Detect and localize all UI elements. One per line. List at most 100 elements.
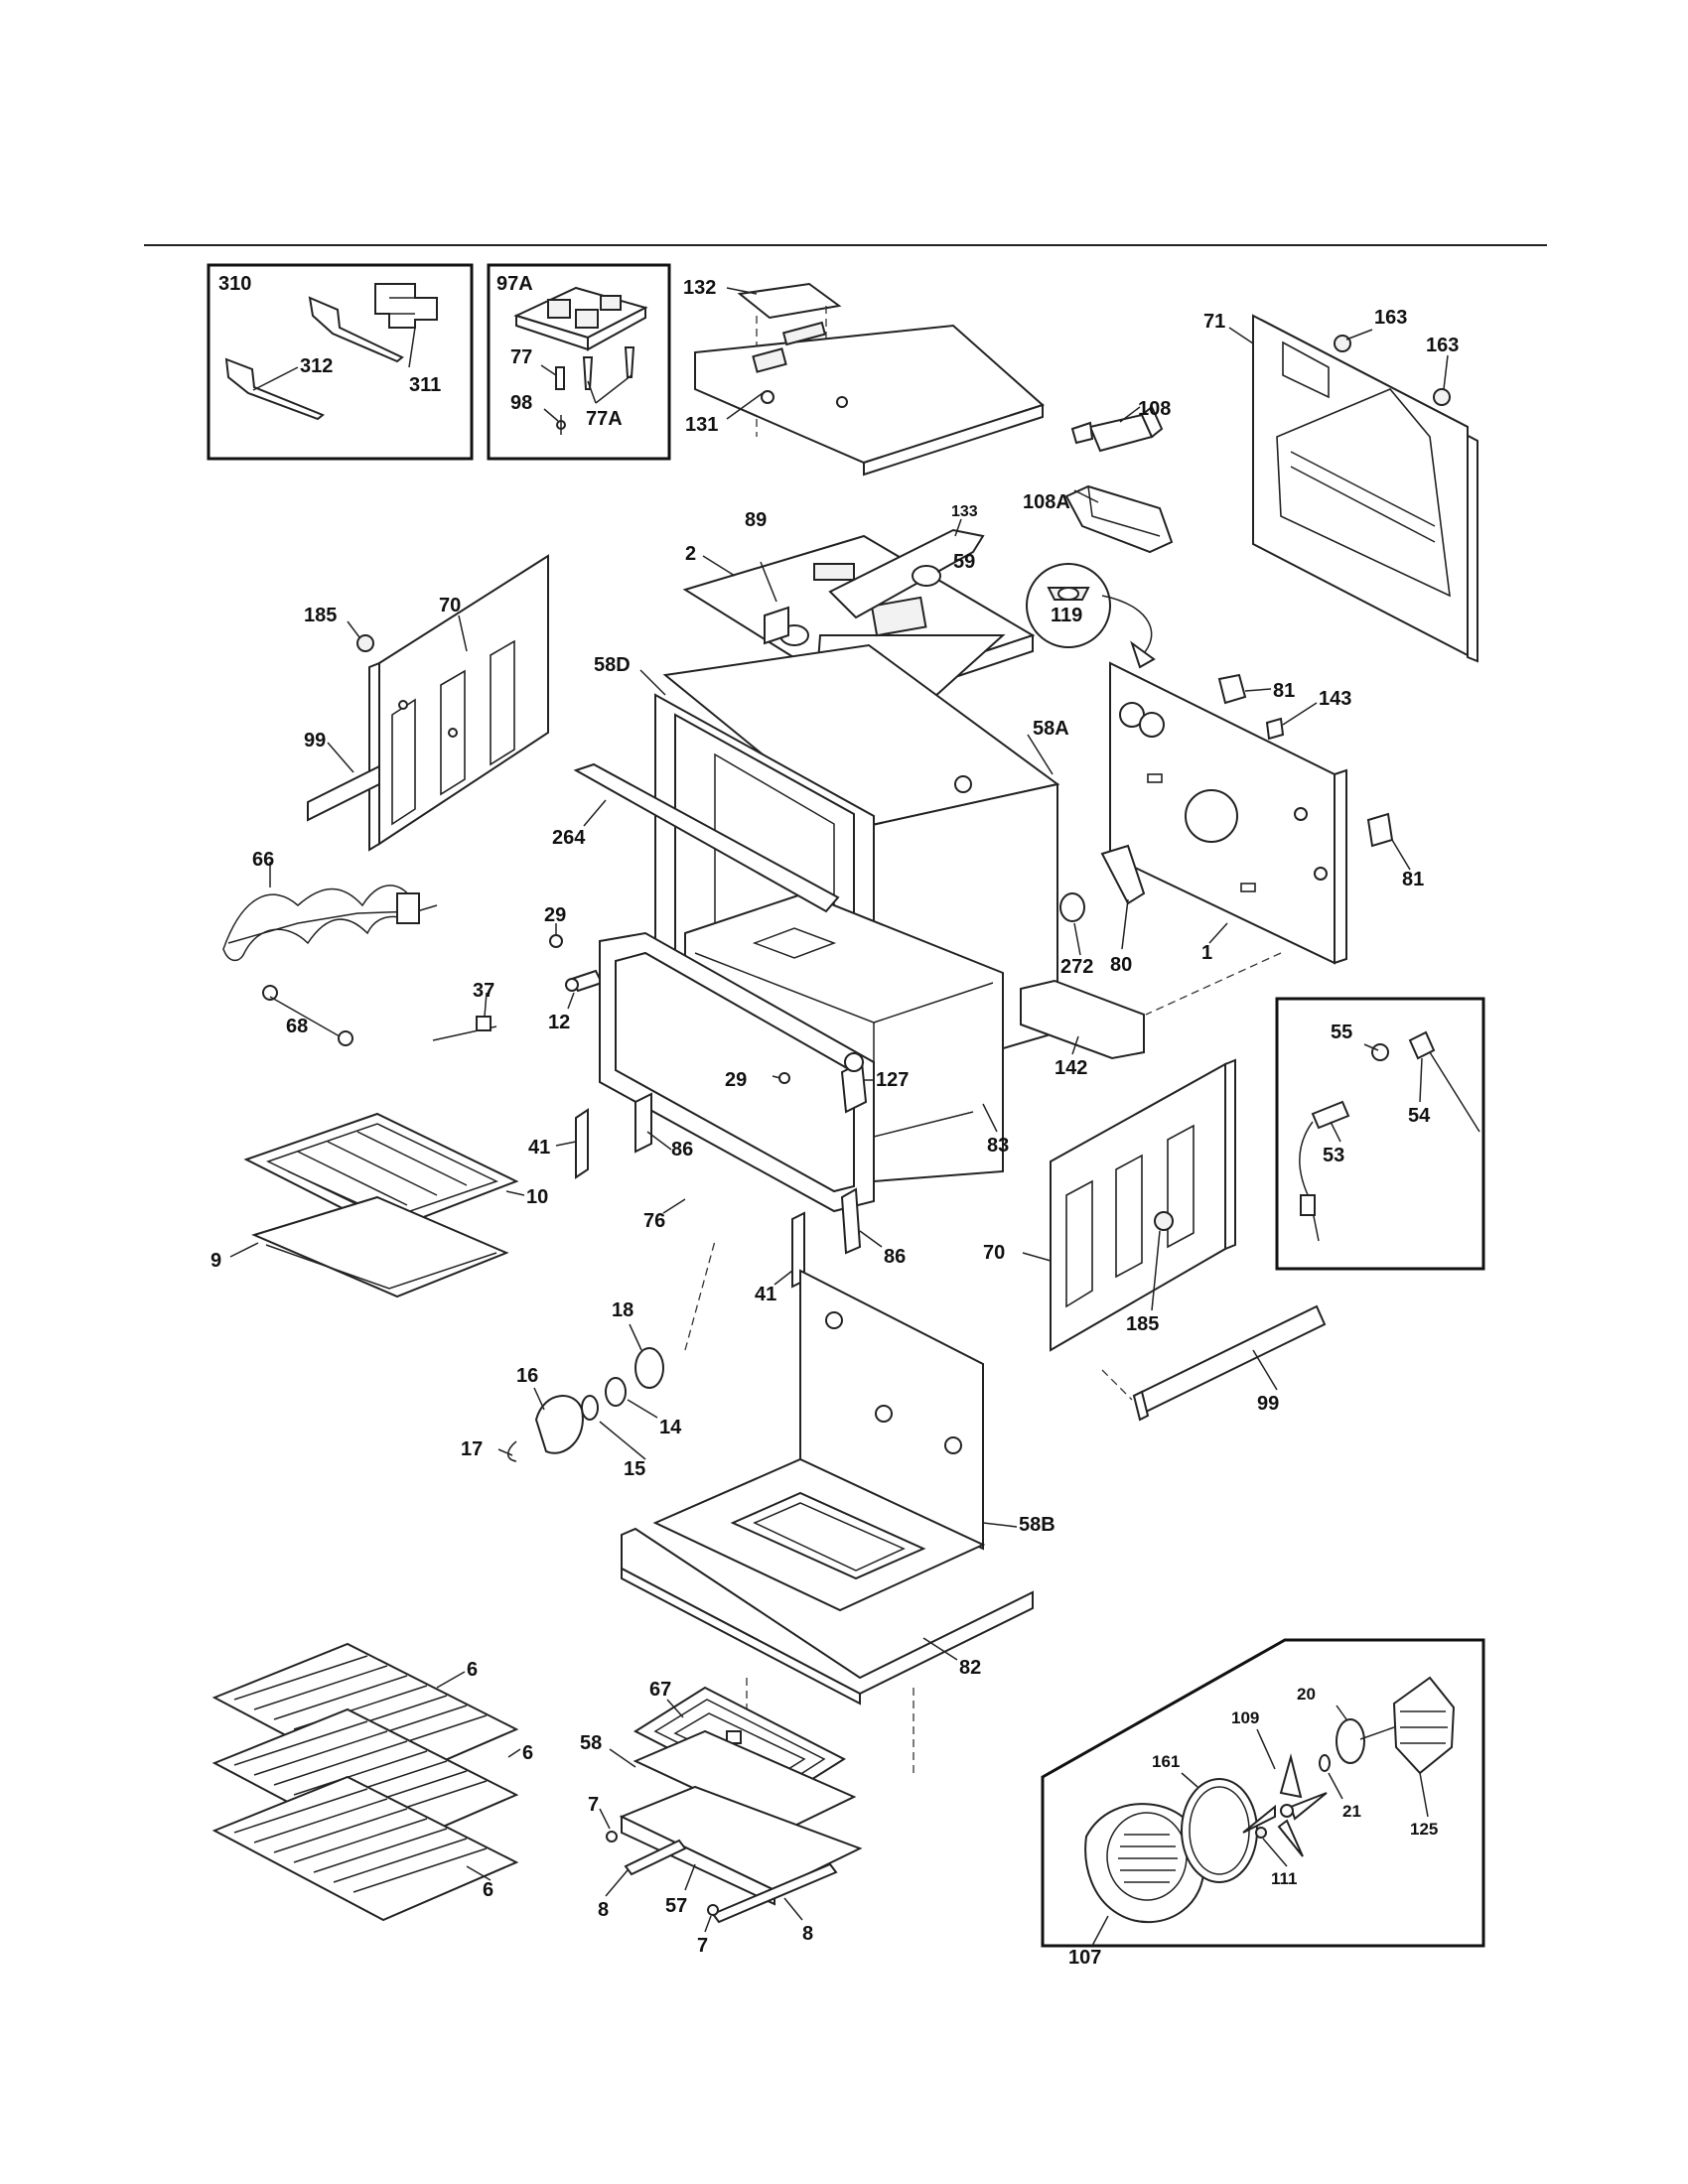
callout-15: 15 xyxy=(624,1458,645,1480)
part-143-clip xyxy=(1265,717,1285,741)
part-119-thermostat-callout xyxy=(1026,563,1156,669)
part-55-washer xyxy=(1371,1043,1389,1061)
part-1-rear-wall xyxy=(1109,661,1347,965)
part-109-fan-blade xyxy=(1242,1753,1328,1857)
part-10-broiler-grid xyxy=(243,1112,519,1233)
callout-89: 89 xyxy=(745,509,767,531)
callout-17: 17 xyxy=(461,1438,483,1460)
part-58B-lower-cavity xyxy=(652,1269,986,1612)
callout-133: 133 xyxy=(951,503,978,520)
callout-57: 57 xyxy=(665,1895,687,1917)
part-7-screw-right xyxy=(707,1904,719,1916)
part-54-temp-probe xyxy=(1408,1030,1480,1133)
callout-111: 111 xyxy=(1271,1869,1298,1888)
callout-83: 83 xyxy=(987,1135,1009,1157)
part-89-bracket xyxy=(764,606,789,645)
callout-12: 12 xyxy=(548,1012,570,1033)
callout-70-left: 70 xyxy=(439,595,461,616)
part-161-fan-ring xyxy=(1181,1778,1258,1883)
part-312-rods xyxy=(224,296,404,421)
part-163-nut-a xyxy=(1334,335,1351,352)
part-125-fan-motor xyxy=(1359,1676,1456,1775)
callout-58: 58 xyxy=(580,1732,602,1754)
part-127-light-socket xyxy=(840,1052,868,1114)
part-6-oven-racks xyxy=(211,1642,519,1922)
callout-14: 14 xyxy=(659,1417,682,1438)
callout-7-left: 7 xyxy=(588,1794,599,1816)
callout-82: 82 xyxy=(959,1657,981,1679)
callout-108A: 108A xyxy=(1023,491,1070,513)
callout-185-left: 185 xyxy=(304,605,337,626)
part-9-broiler-pan xyxy=(251,1195,509,1298)
part-29-screw-upper xyxy=(549,934,563,948)
part-16-lens-cover xyxy=(534,1395,584,1454)
part-142-trim-bar xyxy=(1020,979,1145,1060)
callout-86-lower: 86 xyxy=(884,1246,906,1268)
callout-71: 71 xyxy=(1203,311,1225,333)
part-7-screw-left xyxy=(606,1831,618,1843)
callout-1: 1 xyxy=(1201,942,1212,964)
inset-box-sensor xyxy=(1275,997,1485,1271)
callout-163-b: 163 xyxy=(1426,335,1459,356)
callout-132: 132 xyxy=(683,277,716,299)
callout-77: 77 xyxy=(510,346,532,368)
part-12-latch-pin xyxy=(565,969,604,993)
callout-272: 272 xyxy=(1060,956,1093,978)
callout-81-lower: 81 xyxy=(1402,869,1424,890)
callout-41-upper: 41 xyxy=(528,1137,550,1159)
part-15-bulb xyxy=(581,1395,599,1421)
callout-58D: 58D xyxy=(594,654,631,676)
callout-8-left: 8 xyxy=(598,1899,609,1921)
part-57-bottom-panel xyxy=(619,1785,863,1906)
callout-10: 10 xyxy=(526,1186,548,1208)
callout-59: 59 xyxy=(953,551,975,573)
part-99-left-slide xyxy=(307,764,380,822)
callout-81-upper: 81 xyxy=(1273,680,1295,702)
part-29-screw-inner xyxy=(778,1072,790,1084)
callout-68: 68 xyxy=(286,1016,308,1037)
callout-18: 18 xyxy=(612,1299,633,1321)
part-86-hinge-upper xyxy=(634,1092,652,1154)
callout-67: 67 xyxy=(649,1679,671,1701)
part-82-base-frame xyxy=(621,1527,1034,1706)
callout-125: 125 xyxy=(1410,1820,1438,1839)
part-99-right-slide xyxy=(1132,1304,1327,1422)
inset-box-310 xyxy=(207,263,474,461)
part-21-washer xyxy=(1319,1754,1331,1772)
part-86-hinge-lower xyxy=(840,1187,862,1255)
callout-16: 16 xyxy=(516,1365,538,1387)
part-185-grommet-left xyxy=(356,634,374,652)
part-132-cover-plate xyxy=(737,282,842,320)
part-80-bracket xyxy=(1100,844,1146,905)
part-8-strip-right xyxy=(711,1862,838,1924)
callout-6-top: 6 xyxy=(467,1659,478,1681)
part-8-strip-left xyxy=(624,1839,687,1876)
callout-97A: 97A xyxy=(496,273,533,295)
callout-58A: 58A xyxy=(1033,718,1069,740)
callout-29-inner: 29 xyxy=(725,1069,747,1091)
part-81-clip-lower xyxy=(1366,812,1394,848)
callout-142: 142 xyxy=(1055,1057,1087,1079)
inset-box-97A xyxy=(487,263,671,461)
callout-labels: 310 311 312 97A 77 77A 98 132 131 133 16… xyxy=(211,273,1459,1969)
part-163-nut-b xyxy=(1433,388,1451,406)
part-71-rear-panel xyxy=(1252,314,1478,663)
callout-107: 107 xyxy=(1068,1947,1101,1969)
part-53-sensor xyxy=(1299,1100,1350,1242)
callout-161: 161 xyxy=(1152,1752,1180,1771)
part-76-door-frame xyxy=(599,931,875,1213)
callout-311: 311 xyxy=(409,374,441,396)
part-272-bumper xyxy=(1059,892,1085,922)
callout-131: 131 xyxy=(685,414,718,436)
callout-41-lower: 41 xyxy=(755,1284,776,1305)
callout-143: 143 xyxy=(1319,688,1351,710)
part-17-wire xyxy=(507,1440,517,1462)
callout-108: 108 xyxy=(1138,398,1171,420)
part-108A-bracket xyxy=(1064,484,1174,554)
part-131-top-panel xyxy=(694,321,1045,477)
callout-2: 2 xyxy=(685,543,696,565)
inset-box-convection-fan xyxy=(1041,1638,1485,1948)
callout-77A: 77A xyxy=(586,408,623,430)
callout-185-right: 185 xyxy=(1126,1313,1159,1335)
